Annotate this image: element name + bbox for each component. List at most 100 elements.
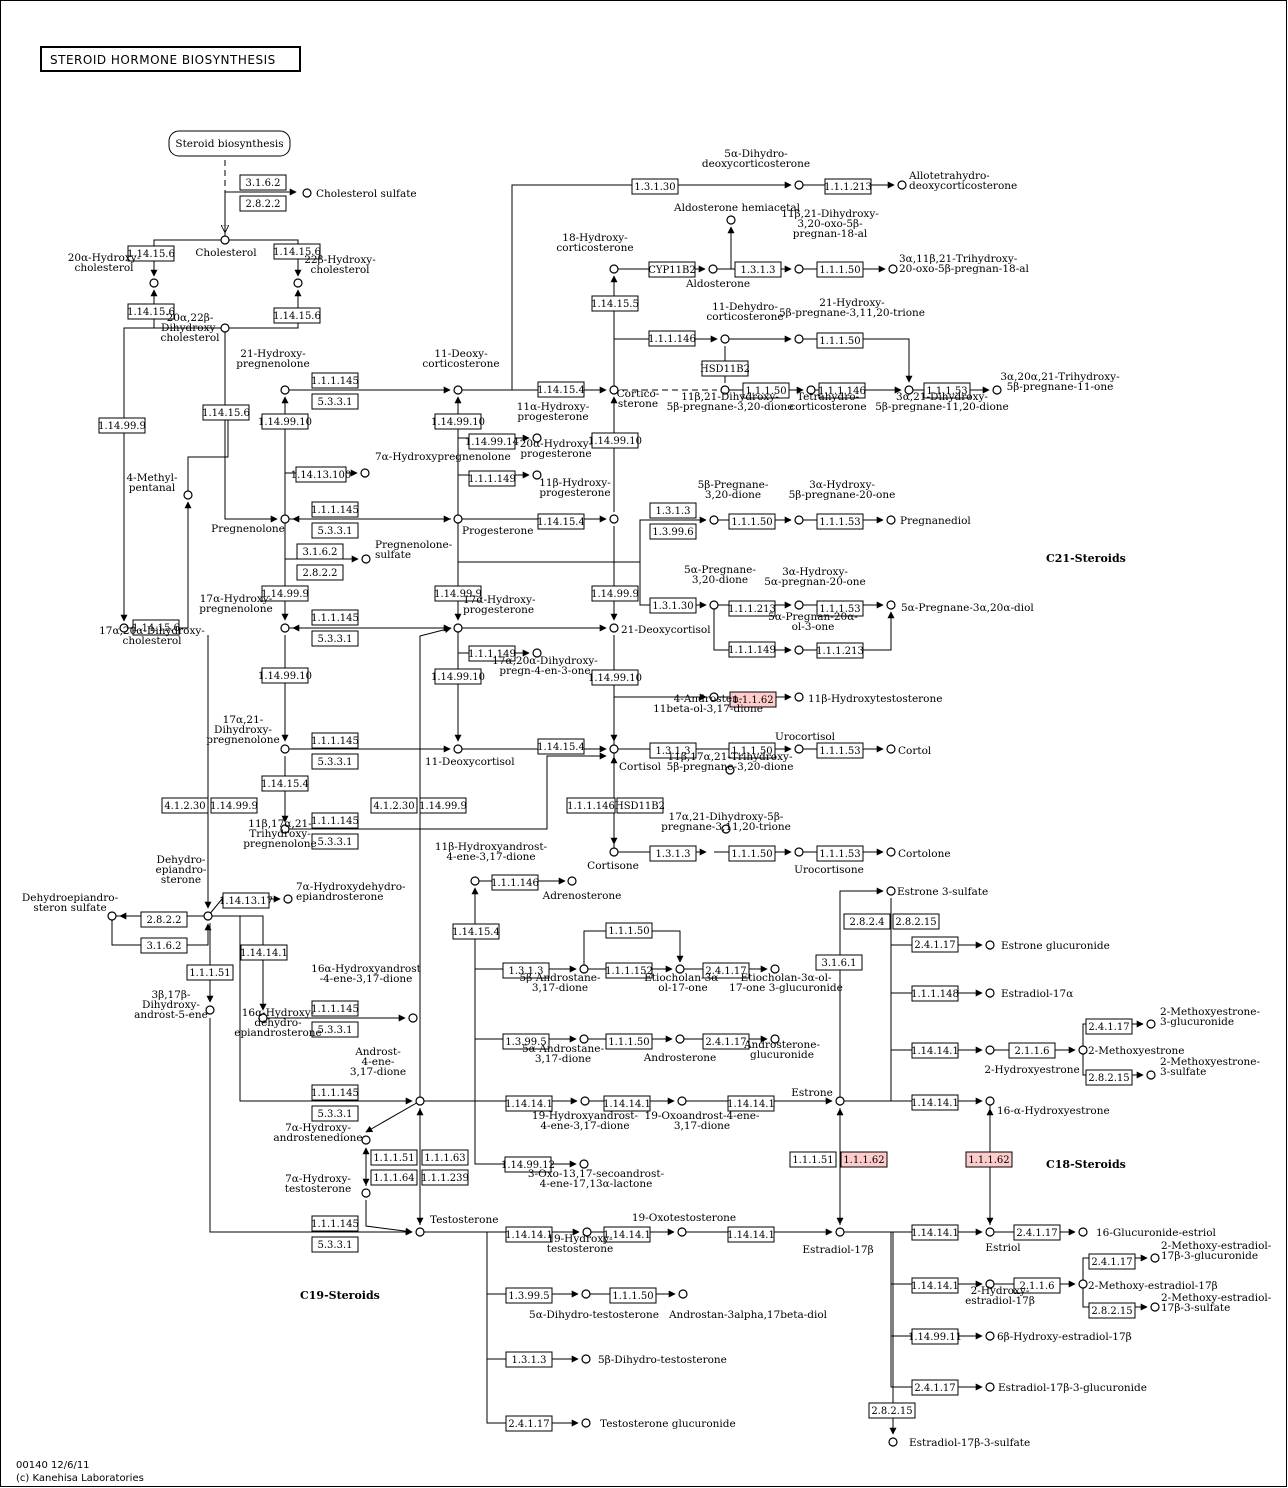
compound-node[interactable] (609, 514, 619, 524)
enzyme-box-1-14-99-10[interactable]: 1.14.99.10 (431, 668, 485, 685)
enzyme-box-1-1-1-50[interactable]: 1.1.1.50 (742, 382, 790, 399)
enzyme-box-1-1-1-64[interactable]: 1.1.1.64 (370, 1169, 418, 1186)
compound-c-17ahp[interactable]: 17α-Hydroxy-pregnenolone (199, 593, 290, 633)
compound-c-19had[interactable]: 19-Hydroxyandrost-4-ene-3,17-dione (532, 1096, 639, 1132)
enzyme-box-1-3-1-3[interactable]: 1.3.1.3 (649, 502, 697, 519)
enzyme-box-5-3-3-1[interactable]: 5.3.3.1 (311, 1021, 359, 1038)
compound-c-11dcort[interactable]: 11-Deoxycortisol (425, 744, 515, 768)
enzyme-box-1-14-15-6[interactable]: 1.14.15.6 (127, 303, 175, 320)
compound-node[interactable] (280, 744, 290, 754)
compound-node[interactable] (709, 515, 719, 525)
compound-node[interactable] (794, 515, 804, 525)
enzyme-box-1-14-15-6[interactable]: 1.14.15.6 (202, 404, 250, 421)
enzyme-box-1-14-99-10[interactable]: 1.14.99.10 (431, 413, 485, 430)
compound-node[interactable] (709, 692, 719, 702)
enzyme-box-2-4-1-17[interactable]: 2.4.1.17 (702, 962, 750, 979)
enzyme-box-1-1-1-62[interactable]: 1.1.1.62 (965, 1151, 1013, 1168)
compound-node[interactable] (886, 600, 896, 610)
compound-c-22b[interactable]: 22β-Hydroxy-cholesterol (293, 254, 376, 288)
enzyme-box-1-1-1-50[interactable]: 1.1.1.50 (609, 1287, 657, 1304)
enzyme-box-2-4-1-17[interactable]: 2.4.1.17 (702, 1033, 750, 1050)
compound-c-cortol[interactable]: Cortol (886, 744, 932, 757)
enzyme-box-1-1-1-50[interactable]: 1.1.1.50 (728, 742, 776, 759)
compound-node[interactable] (360, 468, 370, 478)
enzyme-box-1-1-1-146[interactable]: 1.1.1.146 (566, 797, 616, 814)
enzyme-box-1-1-1-146[interactable]: 1.1.1.146 (818, 382, 866, 399)
compound-node[interactable] (720, 385, 730, 395)
compound-node[interactable] (725, 765, 735, 775)
enzyme-box-1-14-99-9[interactable]: 1.14.99.9 (591, 585, 639, 602)
enzyme-box-1-14-14-1[interactable]: 1.14.14.1 (911, 1042, 959, 1059)
compound-c-3b17b[interactable]: 3β,17β-Dihydroxy-androst-5-ene (134, 989, 215, 1021)
enzyme-box-cyp11b2[interactable]: CYP11B2 (648, 261, 696, 278)
enzyme-box-5-3-3-1[interactable]: 5.3.3.1 (311, 630, 359, 647)
enzyme-box-1-14-15-6[interactable]: 1.14.15.6 (127, 245, 175, 262)
compound-node[interactable] (532, 433, 542, 443)
enzyme-box-1-14-99-10[interactable]: 1.14.99.10 (588, 432, 642, 449)
compound-c-19oad[interactable]: 19-Oxoandrost-4-ene-3,17-dione (645, 1096, 760, 1132)
compound-c-3a11b21[interactable]: 3α,11β,21-Trihydroxy-20-oxo-5β-pregnan-1… (888, 253, 1029, 275)
enzyme-box-2-4-1-17[interactable]: 2.4.1.17 (911, 1379, 959, 1396)
compound-node[interactable] (609, 847, 619, 857)
enzyme-box-1-1-1-146[interactable]: 1.1.1.146 (648, 330, 696, 347)
compound-node[interactable] (280, 514, 290, 524)
compound-c-3ah5b[interactable]: 3α-Hydroxy-5β-pregnane-20-one (789, 479, 896, 525)
enzyme-box-1-14-14-1[interactable]: 1.14.14.1 (911, 1094, 959, 1111)
compound-c-4and11b[interactable]: 4-Androsten-11beta-ol-3,17-dione (653, 692, 763, 715)
compound-c-5adht[interactable]: 5α-Dihydro-testosterone (529, 1289, 659, 1321)
compound-node[interactable] (532, 648, 542, 658)
compound-node[interactable] (835, 1227, 845, 1237)
compound-node[interactable] (280, 385, 290, 395)
enzyme-box-1-3-1-3[interactable]: 1.3.1.3 (649, 742, 697, 759)
compound-node[interactable] (1078, 1227, 1088, 1237)
enzyme-box-1-14-99-14[interactable]: 1.14.99.14 (465, 433, 519, 450)
compound-node[interactable] (1078, 1279, 1088, 1289)
compound-node[interactable] (897, 180, 907, 190)
enzyme-box-1-14-13-17[interactable]: 1.14.13.17 (219, 892, 273, 909)
compound-c-2he2[interactable]: 2-Hydroxy-estradiol-17β (965, 1279, 1035, 1307)
compound-node[interactable] (453, 623, 463, 633)
enzyme-box-5-3-3-1[interactable]: 5.3.3.1 (311, 833, 359, 850)
compound-node[interactable] (794, 334, 804, 344)
compound-node[interactable] (280, 824, 290, 834)
compound-c-5apd[interactable]: 5α-Pregnane-3,20-dione (684, 564, 756, 610)
enzyme-box-1-14-15-4[interactable]: 1.14.15.4 (452, 923, 500, 940)
compound-node[interactable] (107, 911, 117, 921)
compound-node[interactable] (794, 847, 804, 857)
compound-node[interactable] (720, 334, 730, 344)
enzyme-box-1-14-14-1[interactable]: 1.14.14.1 (911, 1277, 959, 1294)
compound-node[interactable] (1078, 1045, 1088, 1055)
compound-c-cortolone[interactable]: Cortolone (886, 847, 951, 860)
enzyme-box-2-8-2-2[interactable]: 2.8.2.2 (140, 911, 188, 928)
compound-node[interactable] (886, 744, 896, 754)
enzyme-box-1-14-14-1[interactable]: 1.14.14.1 (603, 1226, 651, 1243)
compound-c-21hp[interactable]: 21-Hydroxy-pregnenolone (236, 348, 310, 395)
enzyme-box-1-1-1-145[interactable]: 1.1.1.145 (311, 1000, 359, 1017)
enzyme-box-1-3-99-6[interactable]: 1.3.99.6 (649, 523, 697, 540)
compound-node[interactable] (904, 385, 914, 395)
compound-c-5bpd[interactable]: 5β-Pregnane-3,20-dione (698, 479, 769, 525)
enzyme-box-1-14-99-9[interactable]: 1.14.99.9 (261, 585, 309, 602)
compound-node[interactable] (149, 278, 159, 288)
enzyme-box-1-1-1-213[interactable]: 1.1.1.213 (816, 642, 864, 659)
enzyme-box-1-14-99-10[interactable]: 1.14.99.10 (258, 413, 312, 430)
enzyme-box-1-3-1-3[interactable]: 1.3.1.3 (505, 1351, 553, 1368)
compound-c-e1g[interactable]: Estrone glucuronide (985, 940, 1110, 952)
enzyme-box-2-8-2-2[interactable]: 2.8.2.2 (296, 564, 344, 581)
enzyme-box-2-8-2-15[interactable]: 2.8.2.15 (892, 913, 940, 930)
compound-c-testo[interactable]: Testosterone (415, 1214, 498, 1237)
compound-c-5bad[interactable]: 5β-Androstane-3,17-dione (519, 964, 601, 994)
compound-node[interactable] (580, 1096, 590, 1106)
enzyme-box-2-8-2-15[interactable]: 2.8.2.15 (868, 1402, 916, 1419)
compound-c-pregdiol[interactable]: Pregnanediol (886, 515, 971, 527)
enzyme-box-1-14-14-1[interactable]: 1.14.14.1 (727, 1095, 775, 1112)
compound-node[interactable] (408, 1013, 418, 1023)
enzyme-box-1-1-1-213[interactable]: 1.1.1.213 (824, 178, 872, 195)
compound-c-16ahdhea[interactable]: 16α-Hydroxy-dehydro-epiandrosterone (234, 1007, 322, 1039)
compound-c-7ahandro[interactable]: 7α-Hydroxy-androstenedione (273, 1122, 371, 1145)
compound-node[interactable] (415, 1227, 425, 1237)
enzyme-box-3-1-6-2[interactable]: 3.1.6.2 (140, 937, 188, 954)
compound-c-estrone[interactable]: Estrone (791, 1087, 845, 1106)
enzyme-box-4-1-2-30[interactable]: 4.1.2.30 (161, 797, 209, 814)
compound-node[interactable] (581, 1418, 591, 1428)
